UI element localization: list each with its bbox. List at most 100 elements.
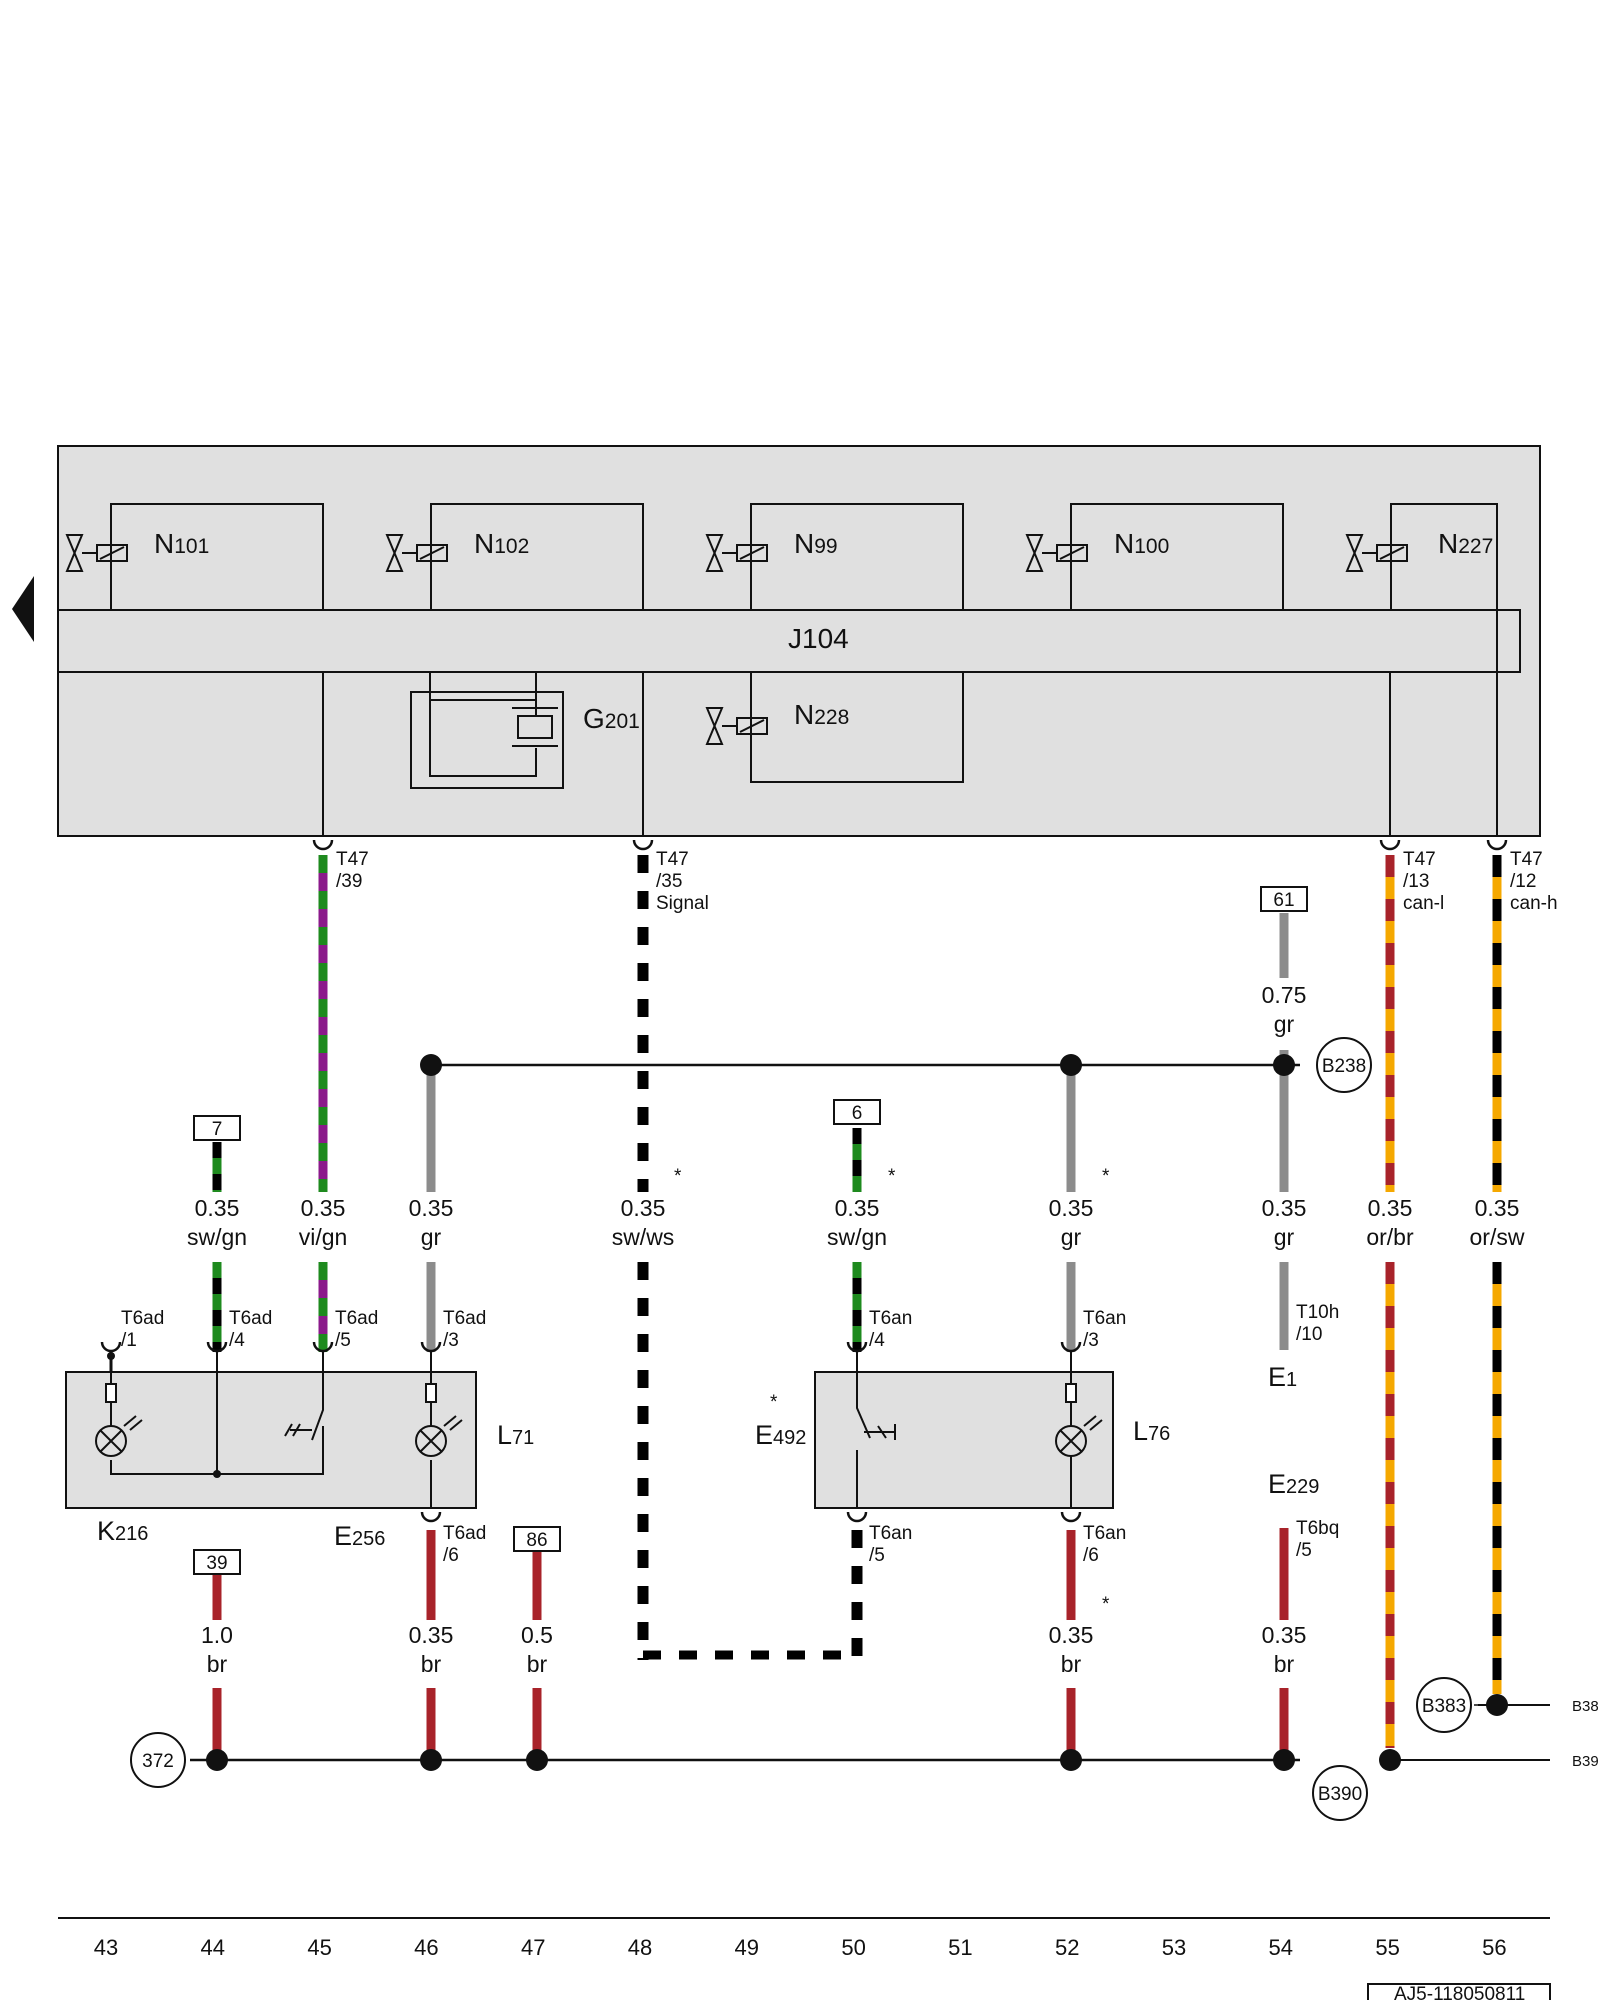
- junction-node-8: [1379, 1749, 1401, 1771]
- wire-13-gauge: 0.35: [1049, 1622, 1094, 1648]
- junction-node-2: [1273, 1054, 1295, 1076]
- connector-5-sub: /4: [229, 1330, 245, 1351]
- wire-3-color: sw/ws: [612, 1224, 675, 1250]
- connector-8-icon: [846, 1341, 868, 1353]
- connector-6-icon: [312, 1341, 334, 1353]
- connector-t47-3-sub: /12: [1510, 871, 1536, 892]
- valve-n99: N99: [705, 503, 964, 610]
- wire-13-color: br: [1061, 1651, 1082, 1677]
- valve-n227-label: N227: [1438, 528, 1493, 559]
- junction-node-7: [1273, 1749, 1295, 1771]
- connector-t47-3-function: can-h: [1510, 893, 1558, 914]
- note-star-4: *: [770, 1392, 778, 1413]
- wire-8-color: or/sw: [1470, 1224, 1525, 1250]
- ref-circle-2-label: B383: [1422, 1696, 1466, 1717]
- connector-14-pin: T6bq: [1296, 1518, 1339, 1539]
- valve-n100-coil: [1059, 546, 1085, 560]
- junction-node-0: [420, 1054, 442, 1076]
- connector-7-sub: /3: [443, 1330, 459, 1351]
- connector-6-sub: /5: [335, 1330, 351, 1351]
- l76-lamp-cross: [1059, 1429, 1083, 1453]
- component-6-letter: E: [334, 1521, 352, 1551]
- grid-number-52: 52: [1055, 1935, 1079, 1960]
- component-e492-group: [814, 1352, 1114, 1509]
- grid-number-45: 45: [307, 1935, 331, 1960]
- component-4-num: 229: [1286, 1476, 1319, 1498]
- connector-9-pin: T6an: [1083, 1308, 1126, 1329]
- connector-t47-1-function: Signal: [656, 893, 709, 914]
- connector-6-pin: T6ad: [335, 1308, 378, 1329]
- sensor-g201-housing: [410, 691, 564, 789]
- grid-number-56: 56: [1482, 1935, 1506, 1960]
- connector-7-pin: T6ad: [443, 1308, 486, 1329]
- sensor-g201-label: G201: [583, 703, 640, 734]
- connector-t47-2-icon: [1379, 839, 1401, 851]
- component-1-num: 492: [773, 1427, 806, 1449]
- grid-number-53: 53: [1162, 1935, 1186, 1960]
- connector-5-icon: [206, 1341, 228, 1353]
- valve-n102-coil: [419, 546, 445, 560]
- grid-number-50: 50: [841, 1935, 865, 1960]
- connector-11-sub: /6: [443, 1545, 459, 1566]
- wire-11-color: br: [421, 1651, 442, 1677]
- connector-12-icon: [846, 1511, 868, 1523]
- wire-2-gauge: 0.35: [409, 1195, 454, 1221]
- valve-n100: N100: [1025, 503, 1284, 610]
- wire-6-gauge: 0.35: [1262, 1195, 1307, 1221]
- wire-8-gauge: 0.35: [1475, 1195, 1520, 1221]
- valve-n228-label: N228: [794, 699, 849, 730]
- valve-n228-coil: [739, 719, 765, 733]
- connector-7-icon: [420, 1341, 442, 1353]
- component-1-label: E492: [755, 1420, 806, 1450]
- connector-t47-2-sub: /13: [1403, 871, 1429, 892]
- component-5-label: K216: [97, 1516, 148, 1546]
- wire-4-color: sw/gn: [827, 1224, 887, 1250]
- valve-n99-symbol-icon: [705, 534, 768, 572]
- wire-12-color: br: [527, 1651, 548, 1677]
- wire-6-color: gr: [1274, 1224, 1295, 1250]
- ref-circle-1: [130, 1732, 186, 1788]
- connector-5-pin: T6ad: [229, 1308, 272, 1329]
- valve-n99-coil: [739, 546, 765, 560]
- l71-light-rays-icon: [443, 1415, 463, 1431]
- valve-n228-symbol-icon: [705, 707, 768, 745]
- l76-light-rays-icon: [1083, 1415, 1103, 1431]
- component-2-num: 76: [1148, 1423, 1170, 1445]
- component-0-num: 71: [512, 1427, 534, 1449]
- wire-2-color: gr: [421, 1224, 442, 1250]
- junction-node-6: [1060, 1749, 1082, 1771]
- grid-number-44: 44: [201, 1935, 225, 1960]
- connector-12-pin: T6an: [869, 1523, 912, 1544]
- connector-t47-1-pin: T47: [656, 849, 689, 870]
- grid-number-54: 54: [1269, 1935, 1293, 1960]
- wire-12-gauge: 0.5: [521, 1622, 553, 1648]
- valve-n102-outline: [430, 503, 644, 610]
- note-star-1: *: [888, 1166, 896, 1187]
- valve-n101-label: N101: [154, 528, 209, 559]
- component-0-letter: L: [497, 1420, 512, 1450]
- e492-switch-icon: [856, 1352, 896, 1508]
- component-2-label: L76: [1133, 1416, 1170, 1446]
- wire-9-gauge: 0.75: [1262, 982, 1307, 1008]
- junction-node-4: [420, 1749, 442, 1771]
- connector-11-pin: T6ad: [443, 1523, 486, 1544]
- connector-t47-0-icon: [312, 839, 334, 851]
- wire-10-gauge: 1.0: [201, 1622, 233, 1648]
- connector-4-icon: [100, 1341, 122, 1353]
- junction-node-5: [526, 1749, 548, 1771]
- ref-box-0: [193, 1115, 241, 1141]
- module-label: J104: [788, 623, 849, 654]
- valve-n227-coil: [1379, 546, 1405, 560]
- wire-7-gauge: 0.35: [1368, 1195, 1413, 1221]
- valve-n100-label: N100: [1114, 528, 1169, 559]
- label-layer: T47/39T47/35SignalT47/13can-lT47/12can-h…: [97, 839, 1599, 1821]
- grid-number-49: 49: [735, 1935, 759, 1960]
- grid-number-47: 47: [521, 1935, 545, 1960]
- wire-9-color: gr: [1274, 1011, 1295, 1037]
- connector-t47-3-icon: [1486, 839, 1508, 851]
- ref-circle-3-label: B390: [1318, 1784, 1362, 1805]
- component-k216-group: [65, 1352, 477, 1509]
- grid-number-55: 55: [1375, 1935, 1399, 1960]
- edge-ref-0: B38: [1572, 1698, 1599, 1715]
